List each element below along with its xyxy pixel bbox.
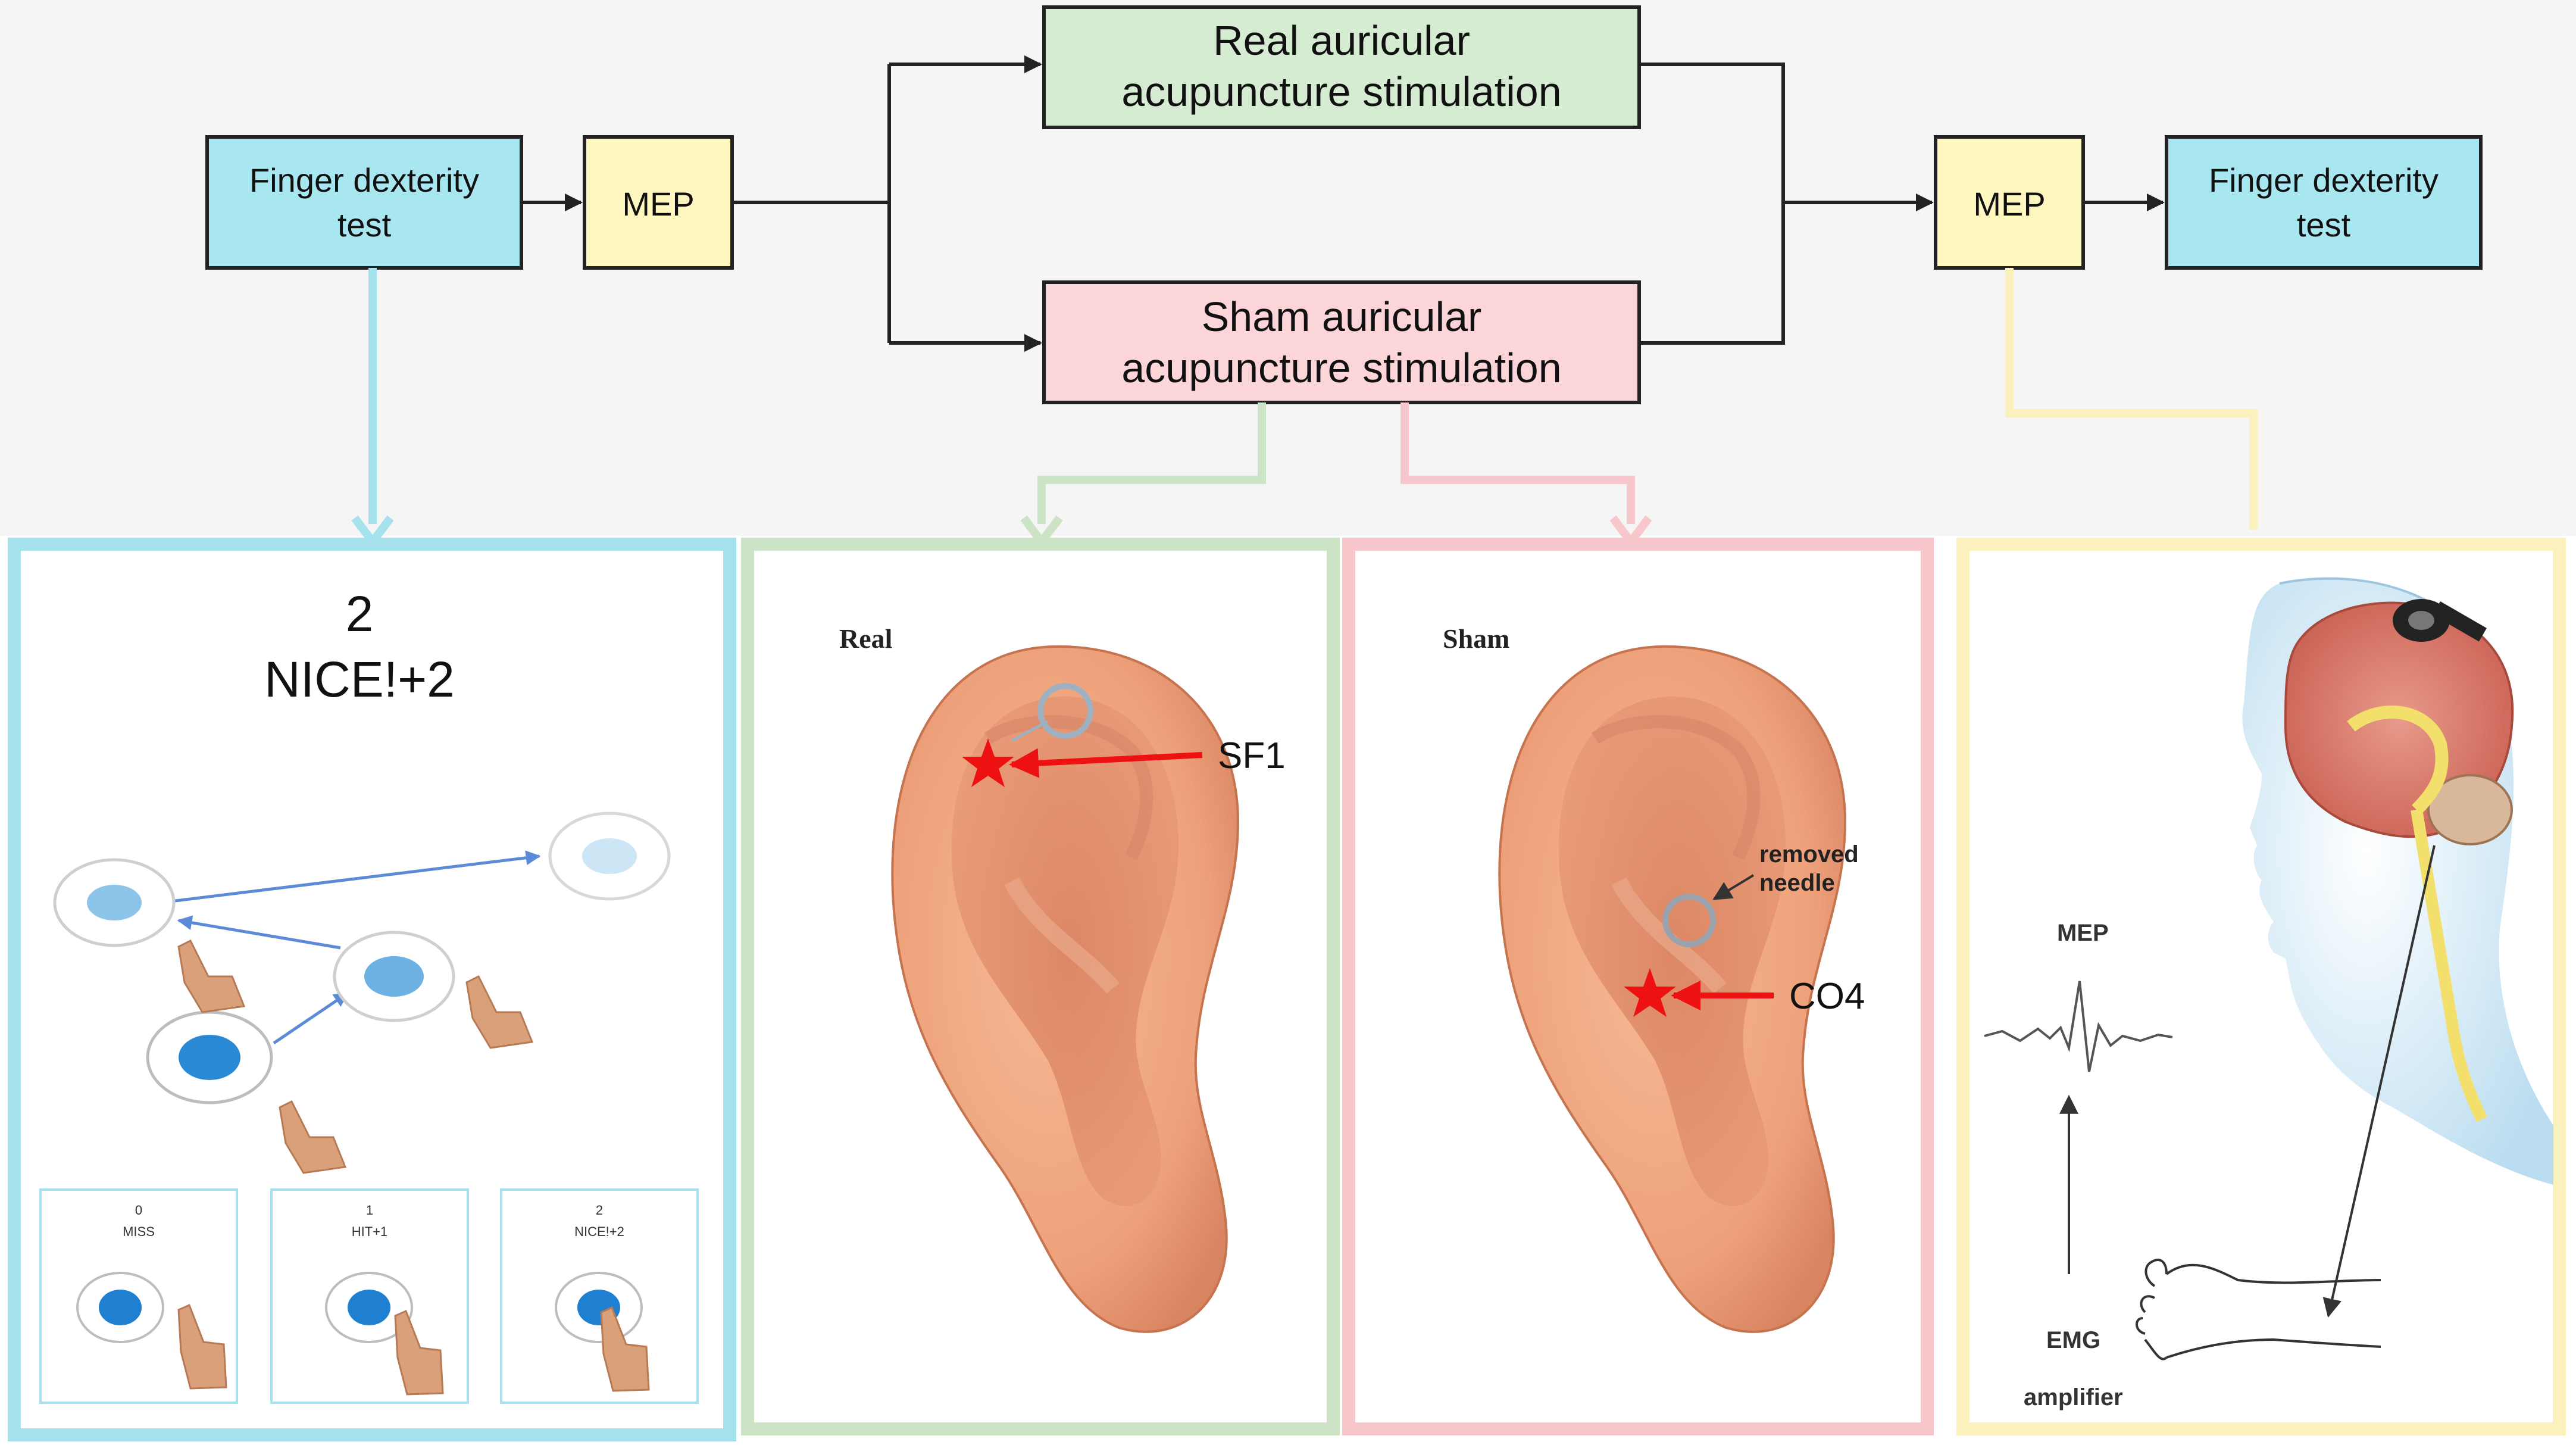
- removed-needle-label-1: removed: [1759, 841, 1859, 867]
- card-0-value: 0: [135, 1203, 142, 1218]
- game-score-text: NICE!+2: [264, 651, 455, 707]
- finger-test-right-line2: test: [2297, 206, 2351, 244]
- emg-label-line2: amplifier: [2024, 1384, 2123, 1410]
- ear-illustration-real: [891, 645, 1240, 1333]
- spinal-cord: [2411, 809, 2487, 1122]
- removed-needle-label-2: needle: [1759, 870, 1835, 896]
- card-1-value: 1: [366, 1203, 373, 1218]
- brain-icon: [2284, 601, 2514, 845]
- mep-box-left: MEP: [583, 135, 734, 270]
- target-circle-4: [146, 1010, 273, 1104]
- acupoint-star-sf1: [962, 738, 1014, 787]
- real-box-line2: acupuncture stimulation: [1121, 68, 1561, 115]
- mep-waveform: [1984, 981, 2173, 1072]
- game-score-value: 2: [346, 586, 374, 642]
- tms-coil-icon: [2393, 599, 2487, 642]
- real-acupuncture-panel: Real SF1: [741, 538, 1340, 1435]
- finger-test-box-left: Finger dexterity test: [205, 135, 523, 270]
- finger-test-right-line1: Finger dexterity: [2209, 161, 2439, 199]
- flowchart: Finger dexterity test MEP Real auricular…: [205, 5, 2483, 549]
- acupoint-arrow-sf1: [1009, 748, 1203, 778]
- card-1-label: HIT+1: [352, 1224, 388, 1239]
- acupoint-label-co4: CO4: [1789, 976, 1865, 1017]
- acupoint-label-sf1: SF1: [1218, 735, 1286, 776]
- emg-label-line1: EMG: [2046, 1327, 2100, 1353]
- target-circle-1: [53, 858, 176, 947]
- card-2-label: NICE!+2: [574, 1224, 624, 1239]
- nerve-pathway-line: [2322, 845, 2436, 1318]
- sham-box-line2: acupuncture stimulation: [1121, 345, 1561, 391]
- target-arrows: [160, 850, 541, 1045]
- finger-test-left-line1: Finger dexterity: [249, 161, 479, 199]
- card-2-value: 2: [596, 1203, 603, 1218]
- needle-ring-real: [1037, 683, 1093, 739]
- result-cards: 0 MISS 1 HIT+1 2 NICE!+2: [39, 1188, 699, 1404]
- real-box-line1: Real auricular: [1213, 17, 1470, 64]
- sham-stimulation-box: Sham auricular acupuncture stimulation: [1042, 280, 1641, 404]
- card-0-label: MISS: [123, 1224, 155, 1239]
- finger-hand-icons: [177, 939, 534, 1174]
- real-panel-title: Real: [839, 623, 892, 654]
- removed-needle-ring: [1662, 894, 1716, 947]
- target-circle-3: [333, 931, 455, 1022]
- removed-needle-pointer: [1712, 874, 1755, 900]
- finger-test-box-right: Finger dexterity test: [2165, 135, 2483, 270]
- sham-box-line1: Sham auricular: [1202, 294, 1482, 340]
- hand-arm-outline: [2136, 1259, 2381, 1360]
- target-circle-2: [548, 812, 671, 901]
- acupoint-star-co4: [1624, 968, 1676, 1017]
- mep-waveform-label: MEP: [2057, 920, 2109, 946]
- sham-panel-title: Sham: [1443, 623, 1509, 654]
- finger-dexterity-game-panel: 2 NICE!+2 0: [8, 538, 736, 1441]
- needle-line-real: [1011, 720, 1049, 742]
- mep-box-right: MEP: [1934, 135, 2085, 270]
- flow-connectors: [521, 55, 2165, 352]
- finger-test-left-line2: test: [337, 206, 392, 244]
- mep-recording-panel: MEP EMG amplifier: [1956, 538, 2566, 1435]
- mep-left-label: MEP: [622, 185, 694, 223]
- real-stimulation-box: Real auricular acupuncture stimulation: [1042, 5, 1641, 129]
- mep-right-label: MEP: [1973, 185, 2045, 223]
- sham-acupuncture-panel: Sham removed needle CO4: [1342, 538, 1934, 1435]
